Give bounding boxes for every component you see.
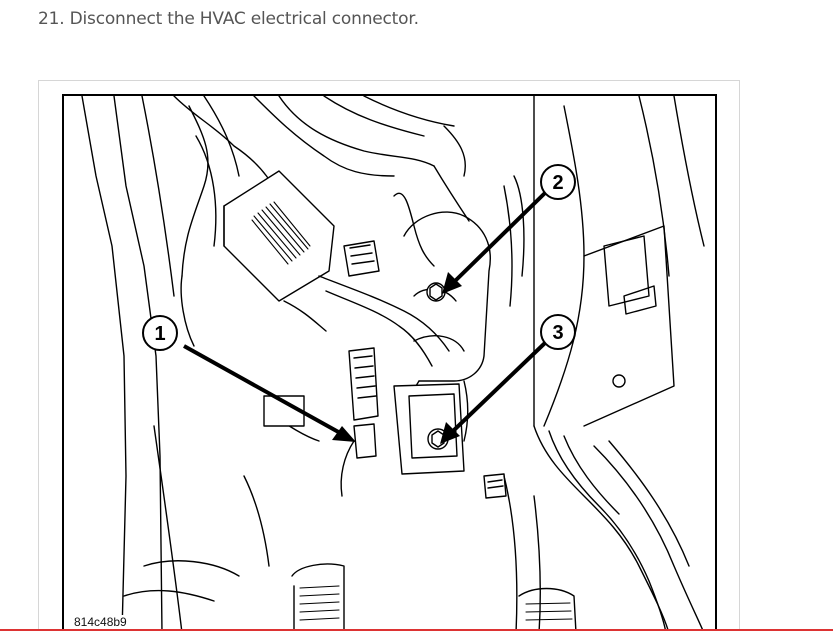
callout-2-label: 2	[552, 172, 563, 194]
figure-id: 814c48b9	[72, 615, 129, 629]
hvac-connector-illustration: 1 2 3 814c48b9	[62, 94, 717, 631]
callout-3-label: 3	[552, 322, 563, 344]
bottom-divider	[0, 629, 833, 631]
step-instruction: 21. Disconnect the HVAC electrical conne…	[38, 9, 419, 29]
callout-1-label: 1	[154, 323, 165, 345]
